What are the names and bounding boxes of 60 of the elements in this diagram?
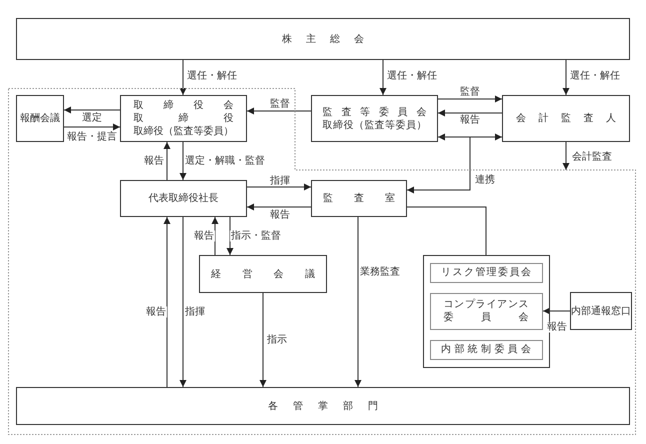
arrow: [354, 216, 362, 388]
edge-label: 会計監査: [571, 152, 613, 162]
edge-label: 監督: [459, 86, 481, 98]
edge-label: 報告: [143, 156, 165, 166]
edge-label: 選任・解任: [386, 70, 438, 82]
arrow: [260, 292, 266, 388]
edge-label: 選定: [81, 112, 103, 124]
node-label: 監査等委員会: [322, 106, 426, 118]
node-label: 取締役（監査等委員）: [134, 125, 234, 138]
edge-label: 選任・解任: [569, 70, 621, 82]
arrow: [406, 136, 470, 194]
arrow: [64, 124, 120, 130]
node-label: コンプライアンス委員会: [444, 298, 528, 324]
arrow: [562, 60, 570, 96]
edge-label: 監督: [269, 98, 291, 110]
arrow: [438, 96, 502, 102]
node-label: 会計監査人: [516, 112, 616, 125]
arrow: [562, 142, 570, 170]
edge-label: 指示: [266, 334, 288, 346]
node-label: リスク管理委員会: [441, 266, 531, 279]
edge-label: 選任・解任: [186, 70, 238, 82]
edge-label: 指揮: [184, 306, 206, 318]
node-label: 取締役: [134, 112, 234, 125]
arrow: [246, 204, 312, 210]
node-label: 代表取締役社長: [148, 192, 218, 205]
connector-line: [406, 206, 486, 256]
arrow: [180, 142, 186, 180]
edge-label: 報告: [546, 322, 568, 332]
node-label: 監査室: [323, 192, 395, 205]
arrow: [164, 142, 170, 180]
arrow: [212, 216, 218, 256]
node-label: 取締役会: [134, 99, 234, 112]
arrow: [180, 216, 186, 388]
node-label: 各管掌部門: [268, 400, 378, 412]
edge-label: 報告: [145, 306, 167, 318]
node-label: 内部統制委員会: [441, 343, 531, 356]
edge-label: 連携: [474, 174, 496, 186]
arrow: [164, 216, 170, 388]
edge-label: 報告: [459, 114, 481, 126]
arrow: [438, 134, 502, 140]
arrow: [246, 184, 312, 190]
node-label: 内部通報窓口: [571, 304, 631, 318]
node-label: 経営会議: [211, 268, 315, 280]
arrow: [180, 60, 186, 96]
arrow: [380, 60, 386, 96]
edge-label: 指揮: [269, 176, 291, 186]
arrow: [542, 308, 570, 314]
arrow: [226, 216, 234, 256]
arrow: [438, 110, 502, 116]
arrow: [246, 108, 312, 114]
edge-label: 業務監査: [359, 266, 401, 278]
edge-label: 報告・提言: [66, 132, 118, 142]
arrow: [64, 106, 120, 114]
edge-label: 指示・監督: [230, 230, 282, 242]
node-label: 報酬会議: [20, 112, 60, 125]
node-label: 取締役（監査等委員）: [322, 118, 426, 132]
edge-label: 選定・解職・監督: [184, 156, 266, 166]
node-label: 株主総会: [282, 32, 364, 46]
edge-label: 報告: [269, 210, 291, 220]
edge-label: 報告: [193, 230, 215, 242]
